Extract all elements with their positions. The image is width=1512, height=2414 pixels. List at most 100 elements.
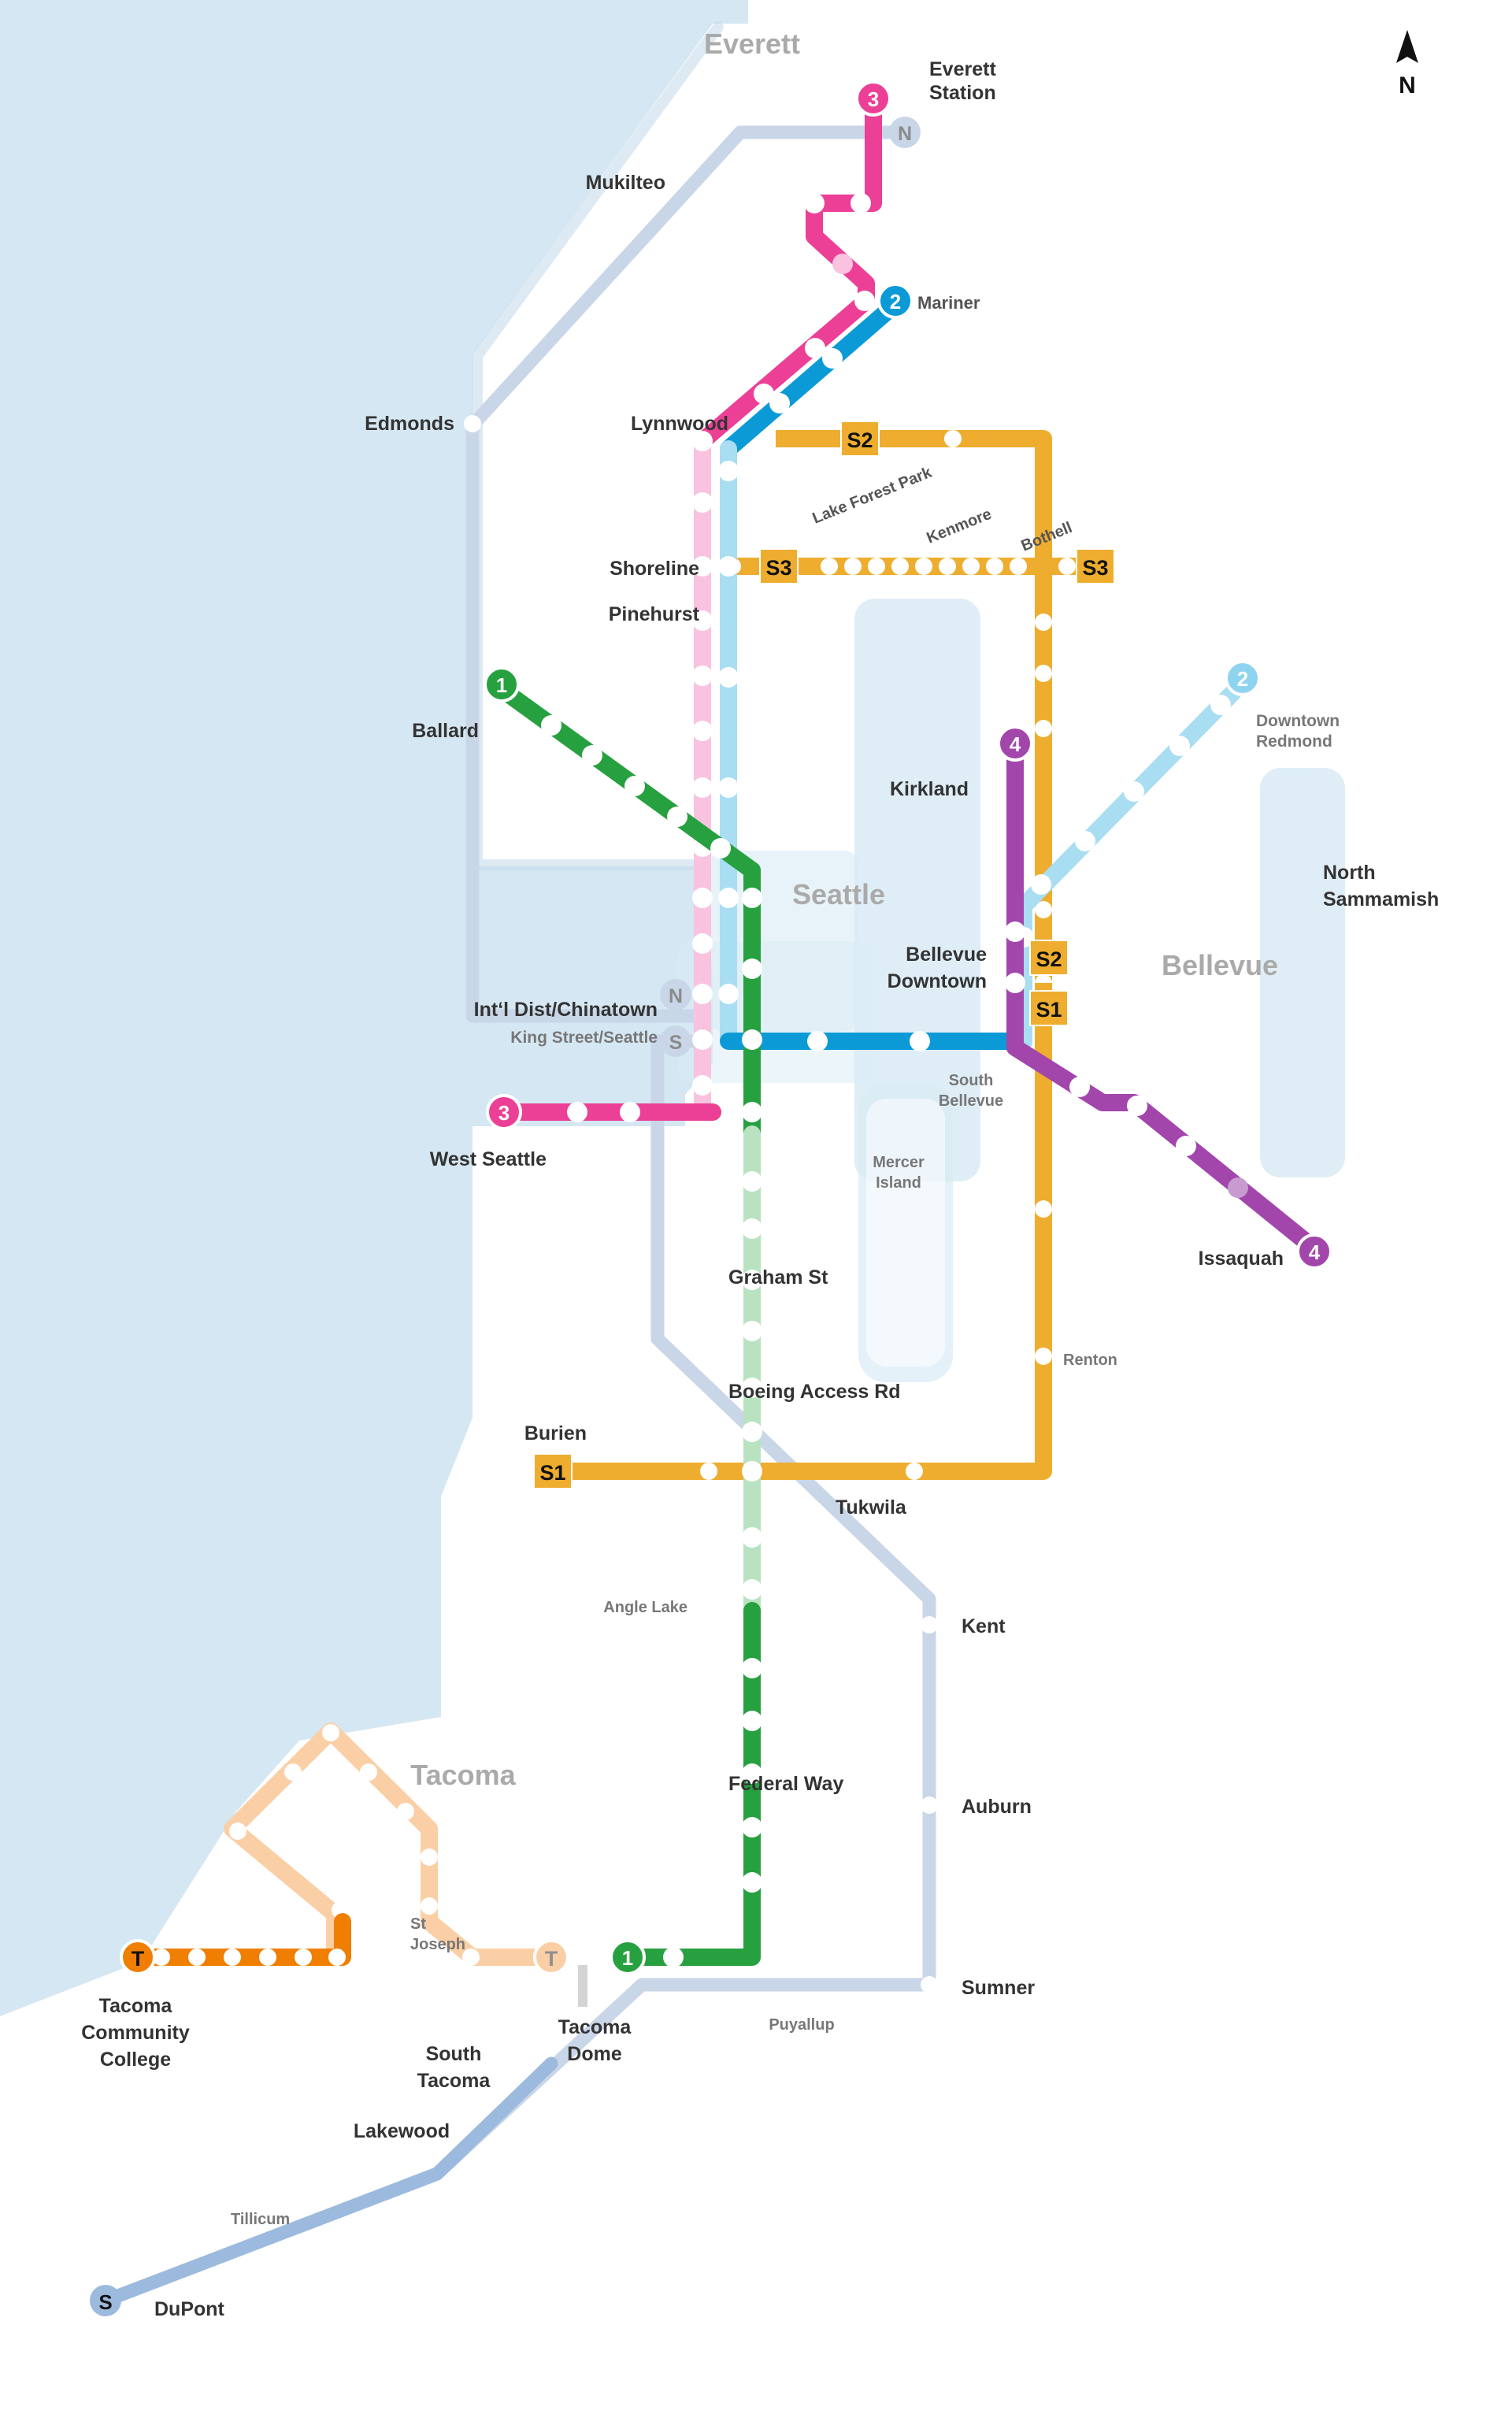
station-l3-d[interactable] [805, 338, 825, 358]
stride-s3-stations[interactable] [821, 558, 1076, 575]
label-downtown-redmond-line2: Redmond [1256, 732, 1332, 751]
station-lakewood[interactable] [342, 2118, 359, 2135]
bullet-line2-redmond[interactable]: 2 [1225, 660, 1261, 696]
label-shoreline: Shoreline [610, 558, 699, 580]
bullet-line1-dome-text: 1 [622, 1946, 633, 1970]
station-s2-c[interactable] [1035, 720, 1052, 737]
line1-far-south-stations[interactable] [663, 1658, 762, 1967]
station-s1-tukwila-int[interactable] [700, 1463, 717, 1480]
station-mercer-island[interactable] [807, 1031, 828, 1051]
line-1-green[interactable] [493, 680, 762, 1967]
station-south-bellevue[interactable] [910, 1031, 930, 1051]
station-l4-c[interactable] [1176, 1136, 1196, 1156]
badge-s3-west[interactable]: S3 [759, 548, 799, 584]
bullet-tline-tcc[interactable]: T [120, 1939, 156, 1975]
line-bullet-group[interactable]: 3 2 1 2 4 3 4 T [90, 80, 1332, 2316]
bullet-tline-dome[interactable]: T [533, 1939, 569, 1975]
bullet-line3-everett[interactable]: 3 [855, 80, 891, 117]
station-sumner[interactable] [921, 1976, 938, 1993]
bullet-sounder-south-seattle[interactable]: S [660, 1025, 691, 1057]
bullet-line1-ballard-text: 1 [496, 673, 507, 697]
station-ws-b[interactable] [620, 1102, 640, 1122]
station-l2-b[interactable] [769, 393, 790, 413]
bullet-sounder-north-seattle[interactable]: N [660, 979, 691, 1010]
badge-s2-west[interactable]: S2 [840, 421, 880, 457]
badge-s2-bellevue[interactable]: S2 [1029, 940, 1069, 976]
station-l2-a[interactable] [822, 348, 843, 369]
bullet-sounder-north-everett[interactable]: N [889, 117, 921, 148]
label-auburn: Auburn [962, 1796, 1032, 1818]
tline-tcc-stations[interactable] [153, 1949, 346, 1966]
bullet-line1-dome[interactable]: 1 [610, 1939, 646, 1975]
label-bellevue-region: Bellevue [1162, 949, 1278, 981]
label-mariner: Mariner [917, 293, 980, 313]
line3-spine-stations[interactable] [692, 431, 713, 1096]
label-angle-lake: Angle Lake [603, 1599, 687, 1616]
station-l4-d[interactable] [1228, 1177, 1248, 1198]
label-north-sammamish-line2: Sammamish [1323, 888, 1439, 910]
line-sounder-north[interactable] [464, 125, 901, 1023]
station-puyallup[interactable] [793, 1996, 810, 2013]
station-s2-mid[interactable] [944, 430, 962, 447]
route-badge-group[interactable]: S2 S3 S3 S2 S1 S1 [533, 421, 1115, 1489]
station-l4-bellevue-n[interactable] [1005, 921, 1025, 942]
station-tillicum[interactable] [208, 2204, 225, 2222]
station-l3-c[interactable] [832, 254, 853, 274]
line1-south-light-stations[interactable] [742, 1171, 762, 1600]
station-kent[interactable] [921, 1616, 938, 1633]
station-south-tacoma[interactable] [445, 2023, 462, 2041]
water-puget-sound [0, 0, 748, 2016]
label-downtown-redmond-line1: Downtown [1256, 712, 1340, 730]
station-l3-e[interactable] [754, 384, 774, 404]
label-intl-district: Int‘l Dist/Chinatown [474, 999, 658, 1021]
badge-s3-east[interactable]: S3 [1076, 548, 1115, 584]
station-s2-d[interactable] [1035, 901, 1052, 918]
line-4-purple[interactable] [1005, 740, 1320, 1255]
station-s2-b[interactable] [1035, 665, 1052, 682]
label-puyallup: Puyallup [769, 2016, 834, 2034]
label-boeing-access-rd: Boeing Access Rd [728, 1381, 901, 1403]
bullet-line4-kirkland[interactable]: 4 [997, 725, 1033, 762]
line2-redmond-stations[interactable] [1014, 695, 1231, 947]
label-mercer-island-line1: Mercer [873, 1154, 925, 1171]
label-south-bellevue-line1: South [949, 1072, 994, 1089]
label-bellevue-downtown-line2: Downtown [888, 970, 987, 992]
label-st-joseph-line2: Joseph [410, 1936, 465, 1953]
station-l4-b[interactable] [1127, 1096, 1147, 1116]
label-mercer-island-line2: Island [876, 1174, 921, 1192]
line1-downtown-stations[interactable] [742, 888, 762, 1122]
line1-ballard-stations[interactable] [541, 715, 731, 858]
station-edmonds[interactable] [464, 415, 481, 432]
station-ws-a[interactable] [567, 1102, 587, 1122]
label-graham-st: Graham St [728, 1266, 828, 1289]
bullet-sounder-dupont[interactable]: S [90, 2285, 121, 2316]
line2-spine-stations[interactable] [718, 461, 739, 1004]
bullet-line1-ballard[interactable]: 1 [484, 666, 520, 703]
line-2-blue[interactable] [718, 297, 1241, 1051]
line-sounder-south[interactable] [111, 1034, 938, 2303]
badge-s1-bellevue[interactable]: S1 [1029, 990, 1069, 1026]
station-s1-a[interactable] [1035, 1200, 1052, 1218]
line-t-tacoma-link[interactable] [137, 1722, 587, 2007]
station-l3-mariner[interactable] [854, 291, 875, 311]
badge-s2-west-text: S2 [847, 428, 873, 452]
station-mukilteo[interactable] [621, 174, 639, 191]
station-l4-bellevue-dt[interactable] [1005, 973, 1025, 993]
station-l3-a[interactable] [804, 193, 825, 213]
bullet-line4-issaquah[interactable]: 4 [1296, 1233, 1332, 1270]
station-l3-b[interactable] [850, 193, 871, 213]
station-s2-a[interactable] [1035, 614, 1052, 631]
station-l4-a[interactable] [1069, 1077, 1090, 1097]
badge-s1-burien[interactable]: S1 [533, 1453, 573, 1489]
line-3-pink[interactable] [500, 94, 882, 1122]
line-stride-s1[interactable] [551, 983, 1052, 1480]
station-auburn[interactable] [921, 1797, 938, 1814]
north-arrow-icon [1396, 30, 1418, 63]
bullet-line2-mariner[interactable]: 2 [877, 283, 914, 319]
station-s1-tukwila[interactable] [906, 1463, 923, 1480]
bullet-line3-westseattle-text: 3 [498, 1101, 510, 1125]
bullet-line3-westseattle[interactable]: 3 [486, 1094, 522, 1130]
station-s1-renton[interactable] [1035, 1348, 1052, 1365]
